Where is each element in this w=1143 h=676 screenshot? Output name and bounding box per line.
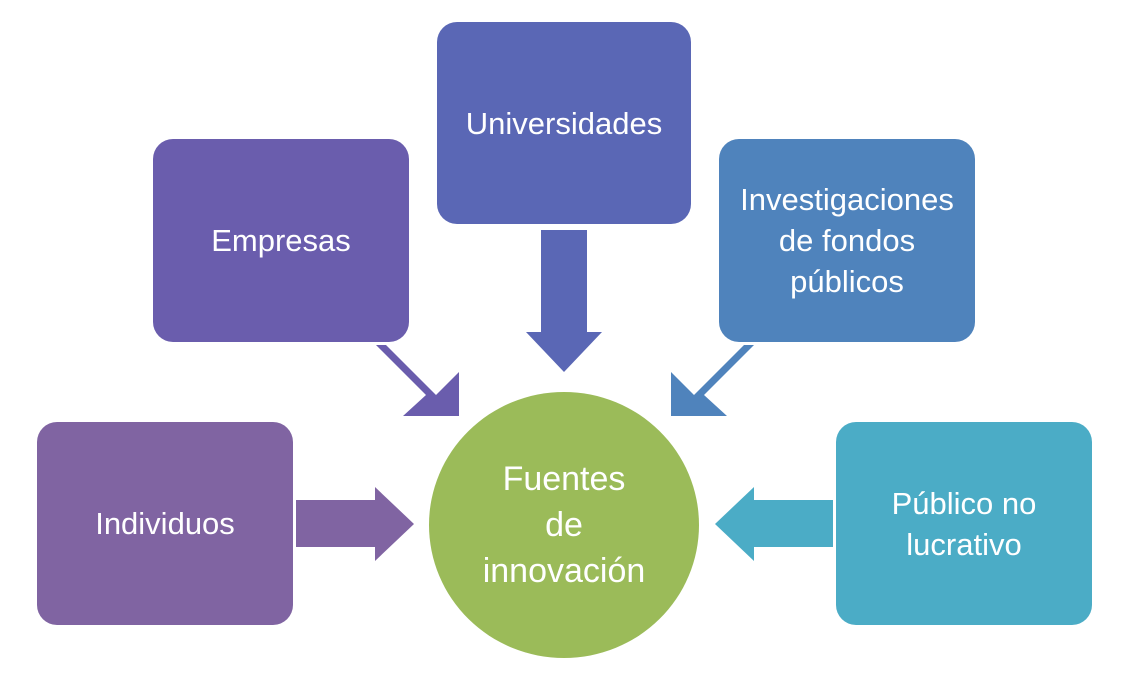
node-publico-no-lucrativo: Público no lucrativo: [836, 422, 1092, 625]
center-label-line-3: innovación: [482, 552, 646, 590]
node-empresas-label: Empresas: [211, 223, 351, 258]
node-universidades: Universidades: [437, 22, 691, 224]
node-individuos-label: Individuos: [95, 506, 235, 541]
node-investigaciones-label-line-3: públicos: [790, 264, 904, 299]
node-investigaciones: Investigaciones de fondos públicos: [719, 139, 975, 342]
node-universidades-label: Universidades: [465, 105, 663, 141]
node-investigaciones-label-line-1: Investigaciones: [740, 182, 954, 217]
arrow-investigaciones: [671, 345, 773, 416]
arrow-publico: [715, 487, 833, 561]
node-empresas: Empresas: [153, 139, 409, 342]
node-publico-label-line-2: lucrativo: [906, 526, 1022, 562]
arrow-universidades: [526, 230, 602, 372]
node-investigaciones-label-line-2: de fondos: [778, 223, 916, 258]
center-node-fuentes-de-innovacion: Fuentes de innovación: [429, 392, 699, 658]
node-individuos: Individuos: [37, 422, 293, 625]
center-label-line-1: Fuentes: [502, 460, 626, 498]
node-publico-label-line-1: Público no: [891, 485, 1037, 521]
center-label-line-2: de: [545, 506, 583, 544]
arrow-individuos: [296, 487, 414, 561]
arrow-empresas: [357, 345, 459, 416]
